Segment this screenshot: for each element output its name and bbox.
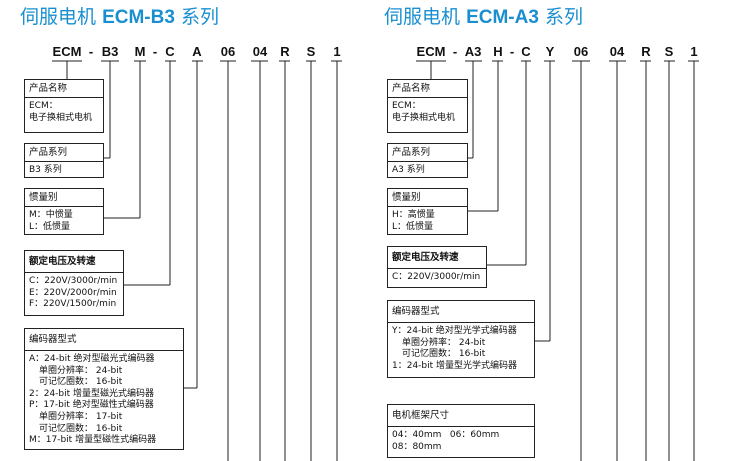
box-line: 06：60mm [449,430,500,440]
box-line: 单圈分辨率： 24-bit [39,365,123,376]
left-code-inertia: M [134,44,146,59]
box-header: 产品系列 [388,144,467,162]
box-line: ECM： [29,101,58,111]
box-line: A3 系列 [392,165,425,175]
right-box-product-series: 产品系列 A3 系列 [387,143,468,178]
right-code-dash: - [452,44,458,59]
box-line: 2：24-bit 增量型磁光式编码器 [29,388,155,399]
left-box-voltage-speed: 额定电压及转速 C：220V/3000r/min E：220V/2000r/mi… [24,250,124,316]
left-code-dash: - [88,44,94,59]
right-title: 伺服电机 ECM-A3 系列 [384,2,583,29]
box-line: 可记忆圈数： 16-bit [39,377,123,388]
left-title: 伺服电机 ECM-B3 系列 [20,2,219,29]
right-code-spec: S [664,44,674,59]
left-code-dash: - [152,44,158,59]
box-line: L：低惯量 [29,221,71,232]
right-code-suffix: 1 [690,44,698,59]
box-line: ECM： [392,101,421,111]
right-box-product-name: 产品名称 ECM： 电子换相式电机 [387,79,468,133]
box-line: 08：80mm [392,441,442,452]
box-header: 编码器型式 [25,329,183,351]
right-title-prefix: 伺服电机 [384,6,461,28]
box-header: 惯量别 [25,189,103,207]
box-line: C：220V/3000r/min [392,272,481,282]
left-box-product-series: 产品系列 B3 系列 [24,143,104,178]
box-line: 电子换相式电机 [392,112,456,123]
box-header: 电机框架尺寸 [388,405,534,427]
box-line: M：中惯量 [29,210,73,220]
box-line: 电子换相式电机 [29,112,93,123]
left-box-product-name: 产品名称 ECM： 电子换相式电机 [24,79,104,133]
right-code-power: 04 [609,44,625,59]
right-code-series: A3 [464,44,482,59]
right-code-prefix: ECM [416,44,446,59]
box-line: 可记忆圈数： 16-bit [39,423,123,434]
right-code-encoder: Y [545,44,555,59]
right-code-frame: 06 [573,44,589,59]
box-line: 04：40mm [392,430,442,440]
left-code-prefix: ECM [52,44,82,59]
box-line: L：低惯量 [392,221,434,232]
box-line: 单圈分辨率： 24-bit [402,337,486,348]
left-code-spec: S [306,44,316,59]
box-header: 产品名称 [388,80,467,98]
left-title-suffix: 系列 [180,6,219,28]
right-box-frame-size: 电机框架尺寸 04：40mm 06：60mm 08：80mm [387,404,535,458]
left-box-encoder: 编码器型式 A：24-bit 绝对型磁光式编码器 单圈分辨率： 24-bit 可… [24,328,184,450]
box-line: C：220V/3000r/min [29,276,118,286]
left-code-frame: 06 [220,44,236,59]
box-line: 单圈分辨率： 17-bit [39,411,123,422]
box-header: 额定电压及转速 [25,251,123,273]
box-line: H：高惯量 [392,210,435,220]
box-line: P：17-bit 绝对型磁性式编码器 [29,400,154,411]
left-code-shaft: R [280,44,290,59]
left-code-power: 04 [252,44,268,59]
box-header: 额定电压及转速 [388,247,486,269]
box-line: 1：24-bit 增量型光学式编码器 [392,360,518,371]
right-code-shaft: R [641,44,651,59]
box-header: 产品系列 [25,144,103,162]
box-line: Y：24-bit 绝对型光学式编码器 [392,326,517,336]
box-header: 产品名称 [25,80,103,98]
right-box-inertia: 惯量别 H：高惯量 L：低惯量 [387,188,468,235]
box-line: 可记忆圈数： 16-bit [402,349,486,360]
left-title-prefix: 伺服电机 [20,6,97,28]
left-code-encoder: A [192,44,202,59]
right-box-encoder: 编码器型式 Y：24-bit 绝对型光学式编码器 单圈分辨率： 24-bit 可… [387,300,535,378]
box-line: F：220V/1500r/min [29,299,117,310]
right-code-inertia: H [493,44,503,59]
box-header: 编码器型式 [388,301,534,323]
left-box-inertia: 惯量别 M：中惯量 L：低惯量 [24,188,104,235]
right-title-model: ECM-A3 [466,7,539,28]
box-line: E：220V/2000r/min [29,287,117,298]
left-code-series: B3 [101,44,119,59]
box-header: 惯量别 [388,189,467,207]
right-box-voltage-speed: 额定电压及转速 C：220V/3000r/min [387,246,487,288]
left-code-voltage: C [165,44,175,59]
box-line: B3 系列 [29,165,62,175]
right-code-dash: - [509,44,515,59]
box-line: M：17-bit 增量型磁性式编码器 [29,435,157,446]
left-code-suffix: 1 [333,44,341,59]
box-line: A：24-bit 绝对型磁光式编码器 [29,354,155,364]
right-code-voltage: C [521,44,531,59]
right-title-suffix: 系列 [544,6,583,28]
left-title-model: ECM-B3 [102,7,175,28]
